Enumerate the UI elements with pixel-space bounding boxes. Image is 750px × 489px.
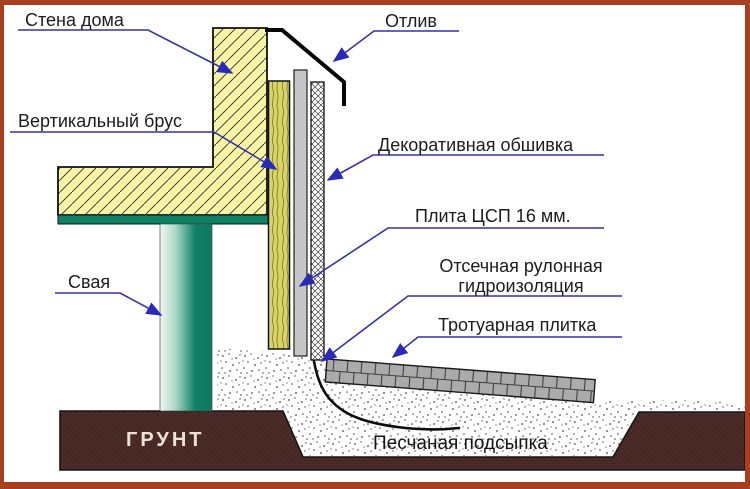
leader-decorative-cladding [326, 154, 604, 181]
label-pile: Свая [68, 272, 110, 292]
waterproofing-membrane [311, 353, 461, 431]
label-drip-flashing: Отлив [385, 11, 437, 31]
label-house-wall: Стена дома [25, 10, 125, 30]
pile-column [159, 223, 213, 412]
label-csp-plate: Плита ЦСП 16 мм. [415, 206, 571, 226]
label-soil: ГРУНТ [126, 429, 205, 451]
label-paving-tile: Тротуарная плитка [438, 315, 597, 335]
decorative-cladding [310, 81, 325, 361]
soil-ground [59, 410, 746, 471]
drip-flashing [265, 28, 346, 106]
grillage-strip [57, 214, 269, 225]
paving-tiles [324, 358, 596, 404]
vertical-timber-bar [267, 80, 291, 350]
csp-plate [293, 69, 308, 357]
label-sand-bedding: Песчаная подсыпка [373, 433, 548, 454]
leader-paving-tile [391, 336, 622, 358]
leader-drip-flashing [332, 30, 459, 62]
leader-pile [55, 292, 163, 316]
label-decorative-cladding: Декоративная обшивка [378, 135, 574, 155]
label-waterproofing-line1: Отсечная рулонная [439, 256, 602, 276]
leader-waterproofing [320, 295, 622, 362]
label-waterproofing-line2: гидроизоляция [458, 276, 583, 296]
leader-csp-plate [298, 227, 604, 287]
label-vertical-bar: Вертикальный брус [18, 111, 182, 131]
leader-house-wall [18, 29, 234, 74]
leader-vertical-bar [10, 131, 278, 170]
